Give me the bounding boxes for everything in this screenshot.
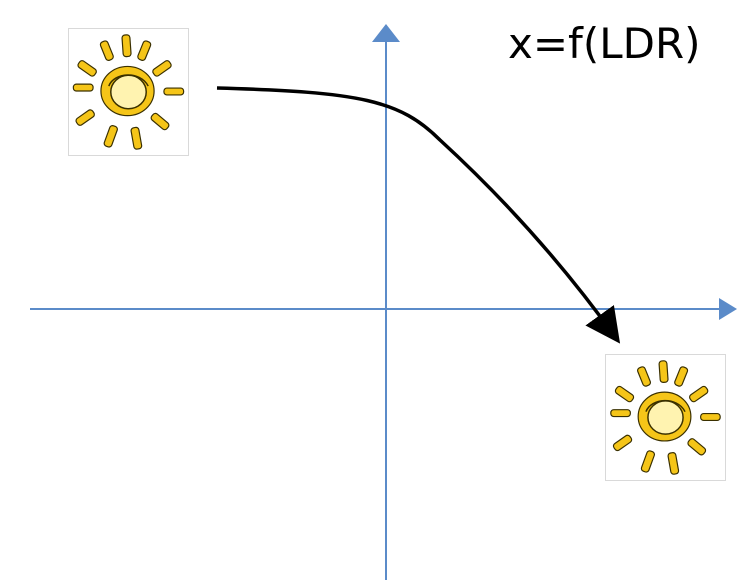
sun-icon: [72, 34, 185, 150]
target-sun-image: [605, 354, 726, 481]
x-axis-arrowhead: [719, 298, 737, 320]
y-axis-arrowhead: [372, 24, 400, 42]
mapping-formula: x=f(LDR): [508, 19, 701, 68]
mapping-curve-arrow: [216, 86, 621, 344]
source-sun-image: [68, 28, 189, 156]
sun-icon: [610, 360, 721, 475]
